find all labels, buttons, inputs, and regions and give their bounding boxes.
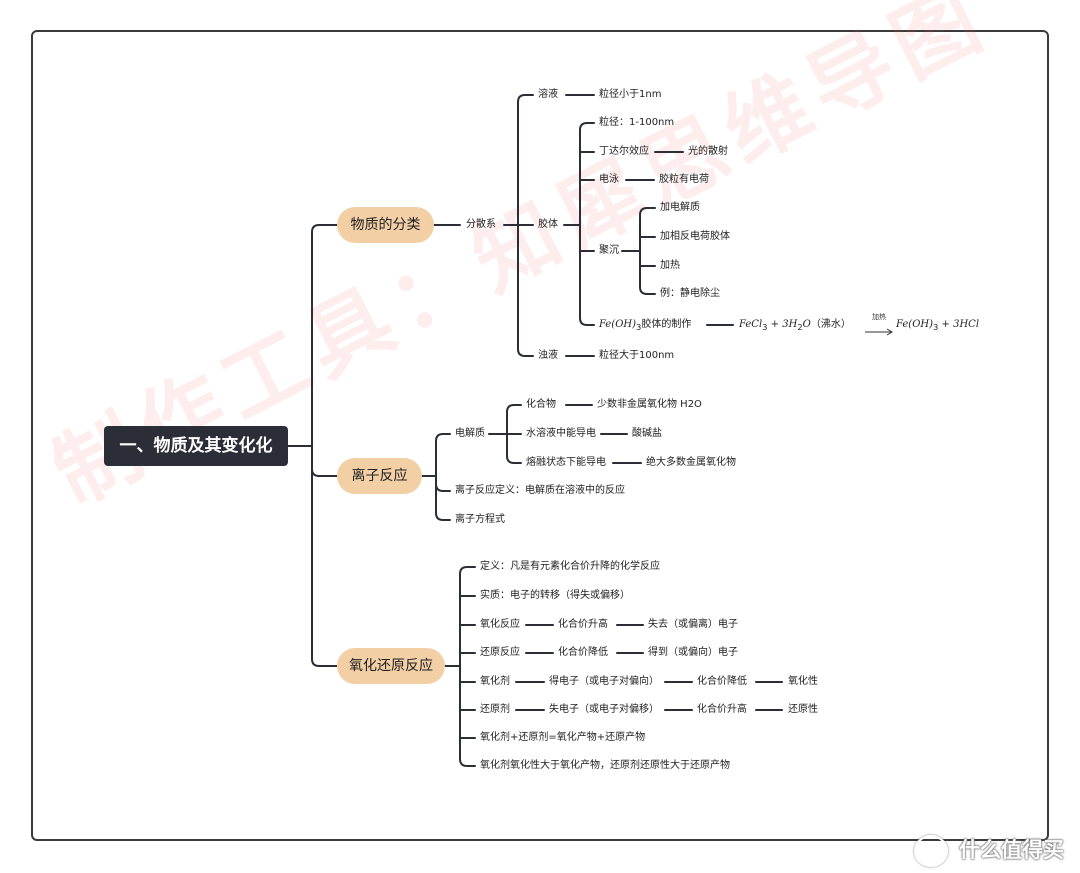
node-colloid-size[interactable]: 粒径：1-100nm <box>599 117 675 128</box>
node-dispersion-system[interactable]: 分散系 <box>466 219 496 230</box>
node-reductant[interactable]: 还原剂 <box>480 704 510 715</box>
node-feoh3-preparation[interactable]: Fe(OH)3胶体的制作 <box>599 318 691 334</box>
node-electrophoresis-desc[interactable]: 胶粒有电荷 <box>659 174 709 185</box>
node-feoh3-equation-right[interactable]: Fe(OH)3 + 3HCl <box>896 318 979 334</box>
node-reduction[interactable]: 还原反应 <box>480 647 520 658</box>
node-tyndall-desc[interactable]: 光的散射 <box>688 146 728 157</box>
topic-ionic-reaction[interactable]: 离子反应 <box>337 458 422 494</box>
eq-sub: 3 <box>762 322 768 332</box>
node-reductant-c[interactable]: 还原性 <box>788 704 818 715</box>
node-feoh3-equation-left[interactable]: FeCl3 + 3H2O（沸水） <box>739 318 851 334</box>
brand-logo-icon <box>914 835 948 867</box>
node-solution[interactable]: 溶液 <box>538 89 558 100</box>
node-coagulation[interactable]: 聚沉 <box>599 245 619 256</box>
node-suspension[interactable]: 浊液 <box>538 350 558 361</box>
node-suspension-desc[interactable]: 粒径大于100nm <box>599 350 675 361</box>
eq-hcl: + 3HCl <box>938 319 980 330</box>
arrow-label: 加热 <box>872 313 886 321</box>
node-coag-item[interactable]: 加电解质 <box>660 202 700 213</box>
root-topic[interactable]: 一、物质及其变化化 <box>104 426 288 466</box>
node-molten-desc[interactable]: 绝大多数金属氧化物 <box>646 457 736 468</box>
node-oxidant-a[interactable]: 得电子（或电子对偏向） <box>549 676 659 687</box>
node-reduction-b[interactable]: 得到（或偏向）电子 <box>648 647 738 658</box>
node-oxidant-c[interactable]: 氧化性 <box>788 676 818 687</box>
node-oxidation-b[interactable]: 失去（或偏离）电子 <box>648 619 738 630</box>
node-aqueous-conductive[interactable]: 水溶液中能导电 <box>526 428 596 439</box>
eq-sub: 2 <box>797 322 803 332</box>
node-redox-essence[interactable]: 实质：电子的转移（得失或偏移） <box>480 590 630 601</box>
arrow-right-icon <box>865 328 893 336</box>
node-molten-conductive[interactable]: 熔融状态下能导电 <box>526 457 606 468</box>
node-aqueous-desc[interactable]: 酸碱盐 <box>632 428 662 439</box>
node-oxidant-b[interactable]: 化合价降低 <box>697 676 747 687</box>
node-ionic-definition[interactable]: 离子反应定义：电解质在溶液中的反应 <box>455 485 625 496</box>
node-electrolyte[interactable]: 电解质 <box>455 428 485 439</box>
eq-sub: 3 <box>933 322 939 332</box>
eq-feoh: Fe(OH) <box>896 319 934 330</box>
brand-watermark: 什么值得买 <box>959 838 1064 862</box>
node-oxidation-a[interactable]: 化合价升高 <box>558 619 608 630</box>
node-compound-desc[interactable]: 少数非金属氧化物 H2O <box>597 399 702 410</box>
node-redox-compare[interactable]: 氧化剂氧化性大于氧化产物，还原剂还原性大于还原产物 <box>480 760 730 771</box>
node-redox-sum[interactable]: 氧化剂+还原剂=氧化产物+还原产物 <box>480 732 646 743</box>
reaction-arrow: 加热 <box>864 313 894 340</box>
node-reductant-a[interactable]: 失电子（或电子对偏移） <box>549 704 659 715</box>
node-coag-item[interactable]: 加相反电荷胶体 <box>660 231 730 242</box>
node-coag-item[interactable]: 加热 <box>660 260 680 271</box>
node-solution-desc[interactable]: 粒径小于1nm <box>599 89 662 100</box>
node-electrophoresis[interactable]: 电泳 <box>599 174 619 185</box>
prep-suffix: 胶体的制作 <box>641 319 692 330</box>
node-oxidation[interactable]: 氧化反应 <box>480 619 520 630</box>
node-coag-item[interactable]: 例：静电除尘 <box>660 288 720 299</box>
eq-condition: （沸水） <box>810 319 851 330</box>
node-redox-definition[interactable]: 定义：凡是有元素化合价升降的化学反应 <box>480 561 660 572</box>
eq-o: O <box>802 319 811 330</box>
formula-feoh: Fe(OH) <box>599 319 637 330</box>
node-oxidant[interactable]: 氧化剂 <box>480 676 510 687</box>
topic-redox-reaction[interactable]: 氧化还原反应 <box>337 648 445 684</box>
eq-plus-h: + 3H <box>767 319 798 330</box>
node-compound[interactable]: 化合物 <box>526 399 556 410</box>
node-colloid[interactable]: 胶体 <box>538 219 558 230</box>
formula-subscript: 3 <box>636 322 642 332</box>
node-reduction-a[interactable]: 化合价降低 <box>558 647 608 658</box>
node-tyndall[interactable]: 丁达尔效应 <box>599 146 649 157</box>
topic-classification[interactable]: 物质的分类 <box>337 207 434 243</box>
node-reductant-b[interactable]: 化合价升高 <box>697 704 747 715</box>
eq-fecl: FeCl <box>739 319 763 330</box>
node-ionic-equation[interactable]: 离子方程式 <box>455 514 505 525</box>
